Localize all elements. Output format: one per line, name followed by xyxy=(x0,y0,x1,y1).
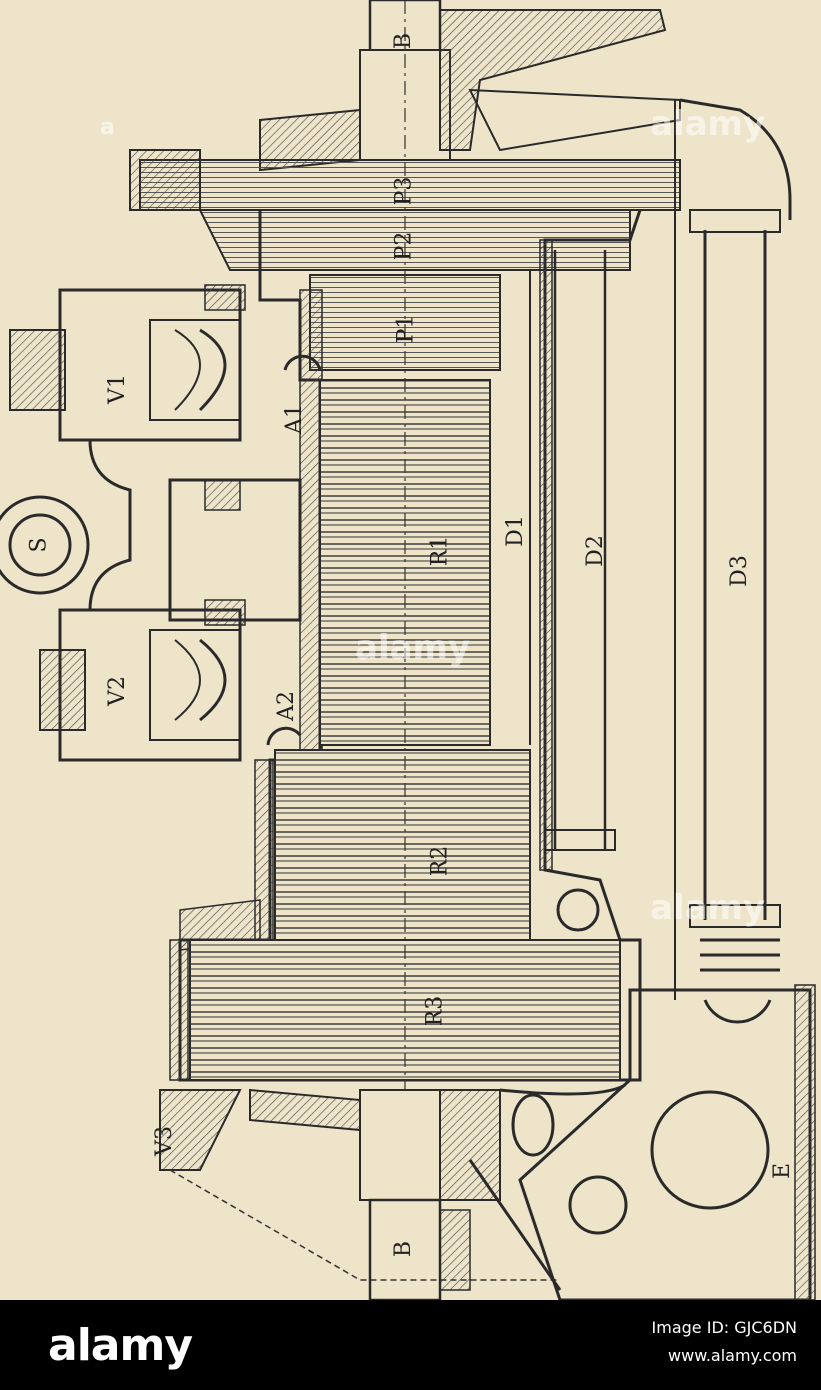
turbine-section-drawing: B P3 P2 P1 V1 A1 S R1 D1 D2 D3 V2 A2 R2 … xyxy=(0,0,816,1300)
valve-v2 xyxy=(39,599,246,762)
dummy-piston-p2 xyxy=(198,209,631,271)
steam-passages xyxy=(88,439,302,622)
steam-inlet-s xyxy=(0,495,90,595)
label-d2: D2 xyxy=(582,535,608,567)
label-a1: A1 xyxy=(281,404,307,434)
label-s: S xyxy=(26,537,52,553)
label-v1: V1 xyxy=(104,374,130,404)
watermark-footer-bar xyxy=(0,1300,821,1390)
footer-site-url: www.alamy.com xyxy=(668,1346,797,1365)
label-b-bottom: B xyxy=(391,1240,417,1258)
label-p2: P2 xyxy=(391,231,417,261)
label-r2: R2 xyxy=(427,845,453,877)
shaft-top xyxy=(359,0,451,161)
dummy-piston-p3 xyxy=(129,149,681,211)
footer-brand-logo: alamy xyxy=(48,1320,193,1371)
bottom-bearing-frame xyxy=(159,1083,626,1291)
rotor-drum-r2 xyxy=(274,749,531,941)
watermark-bottom-right: alamy xyxy=(650,888,766,928)
label-v2: V2 xyxy=(104,676,130,706)
exhaust-e xyxy=(511,984,816,1300)
watermark-center: alamy xyxy=(355,628,471,668)
label-v3: V3 xyxy=(151,1126,177,1156)
small-pipe-section xyxy=(556,888,600,932)
casing xyxy=(169,209,642,1082)
footer-image-id: Image ID: GJC6DN xyxy=(651,1318,797,1337)
arc-a1 xyxy=(283,354,322,371)
balance-pipe-d2 xyxy=(544,250,616,851)
label-d1: D1 xyxy=(502,515,528,547)
label-a2: A2 xyxy=(273,691,299,721)
label-p3: P3 xyxy=(391,176,417,206)
top-bearing-housing xyxy=(259,9,681,172)
arc-a2 xyxy=(266,726,302,746)
turbine-svg xyxy=(0,0,816,1300)
balance-pipe-d3 xyxy=(674,98,792,1024)
watermark-top-right: alamy xyxy=(650,104,766,144)
label-b-top: B xyxy=(391,32,417,50)
label-r1: R1 xyxy=(427,535,453,567)
label-e: E xyxy=(770,1162,796,1180)
label-r3: R3 xyxy=(422,995,448,1027)
valve-v1 xyxy=(9,284,246,442)
watermark-glyph: a xyxy=(100,115,115,140)
label-p1: P1 xyxy=(393,314,419,344)
shaft-bottom xyxy=(249,1088,501,1300)
label-d3: D3 xyxy=(726,555,752,587)
